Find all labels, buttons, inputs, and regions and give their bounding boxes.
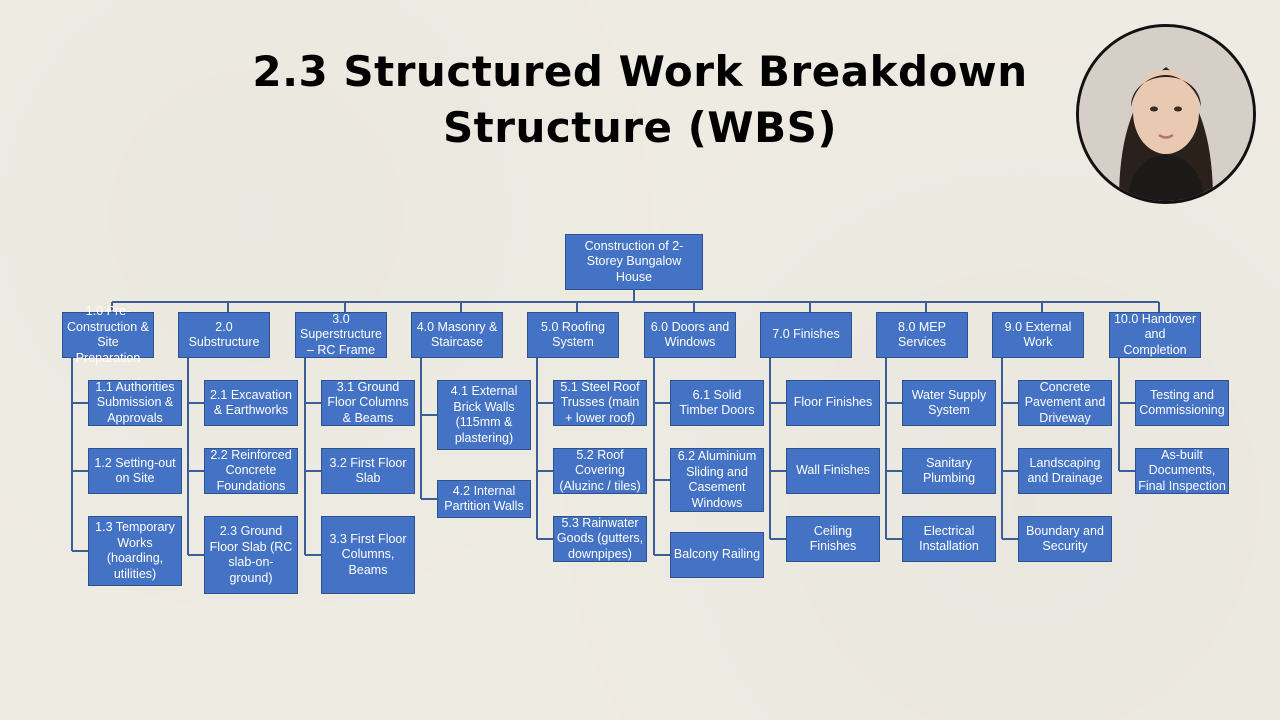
wbs-level2-node-6-1: 6.1 Solid Timber Doors — [670, 380, 764, 426]
slide-title: 2.3 Structured Work Breakdown Structure … — [200, 44, 1080, 156]
wbs-level2-node-9-1: Concrete Pavement and Driveway — [1018, 380, 1112, 426]
wbs-level2-node-9-2: Landscaping and Drainage — [1018, 448, 1112, 494]
wbs-level2-node-1-1: 1.1 Authorities Submission & Approvals — [88, 380, 182, 426]
wbs-level2-node-5-3: 5.3 Rainwater Goods (gutters, downpipes) — [553, 516, 647, 562]
wbs-level2-node-7-3: Ceiling Finishes — [786, 516, 880, 562]
wbs-level2-node-8-1: Water Supply System — [902, 380, 996, 426]
wbs-level2-node-5-1: 5.1 Steel Roof Trusses (main + lower roo… — [553, 380, 647, 426]
wbs-level1-node-3: 3.0 Superstructure – RC Frame — [295, 312, 387, 358]
wbs-level2-node-2-2: 2.2 Reinforced Concrete Foundations — [204, 448, 298, 494]
wbs-level2-node-3-2: 3.2 First Floor Slab — [321, 448, 415, 494]
wbs-level2-node-2-3: 2.3 Ground Floor Slab (RC slab-on-ground… — [204, 516, 298, 594]
wbs-level2-node-3-3: 3.3 First Floor Columns, Beams — [321, 516, 415, 594]
wbs-level2-node-8-3: Electrical Installation — [902, 516, 996, 562]
wbs-level2-node-4-1: 4.1 External Brick Walls (115mm & plaste… — [437, 380, 531, 450]
wbs-level2-node-10-2: As-built Documents, Final Inspection — [1135, 448, 1229, 494]
wbs-level1-node-5: 5.0 Roofing System — [527, 312, 619, 358]
wbs-level2-node-9-3: Boundary and Security — [1018, 516, 1112, 562]
wbs-level1-node-8: 8.0 MEP Services — [876, 312, 968, 358]
wbs-level1-node-9: 9.0 External Work — [992, 312, 1084, 358]
wbs-level1-node-2: 2.0 Substructure — [178, 312, 270, 358]
wbs-level2-node-6-2: 6.2 Aluminium Sliding and Casement Windo… — [670, 448, 764, 512]
wbs-level2-node-1-2: 1.2 Setting-out on Site — [88, 448, 182, 494]
wbs-level2-node-6-3: Balcony Railing — [670, 532, 764, 578]
presenter-webcam — [1076, 24, 1256, 204]
wbs-root-node: Construction of 2-Storey Bungalow House — [565, 234, 703, 290]
wbs-level2-node-10-1: Testing and Commissioning — [1135, 380, 1229, 426]
wbs-level2-node-7-2: Wall Finishes — [786, 448, 880, 494]
wbs-level2-node-1-3: 1.3 Temporary Works (hoarding, utilities… — [88, 516, 182, 586]
wbs-level2-node-5-2: 5.2 Roof Covering (Aluzinc / tiles) — [553, 448, 647, 494]
wbs-level1-node-7: 7.0 Finishes — [760, 312, 852, 358]
wbs-level2-node-2-1: 2.1 Excavation & Earthworks — [204, 380, 298, 426]
wbs-level1-node-10: 10.0 Handover and Completion — [1109, 312, 1201, 358]
presenter-avatar-icon — [1079, 27, 1253, 201]
slide-title-line-2: Structure (WBS) — [442, 103, 838, 152]
wbs-level1-node-6: 6.0 Doors and Windows — [644, 312, 736, 358]
wbs-level1-node-1: 1.0 Pre-Construction & Site Preparation — [62, 304, 154, 365]
slide-title-line-1: 2.3 Structured Work Breakdown — [252, 47, 1028, 96]
wbs-level1-node-4: 4.0 Masonry & Staircase — [411, 312, 503, 358]
wbs-level2-node-3-1: 3.1 Ground Floor Columns & Beams — [321, 380, 415, 426]
wbs-level2-node-4-2: 4.2 Internal Partition Walls — [437, 480, 531, 518]
wbs-level2-node-7-1: Floor Finishes — [786, 380, 880, 426]
wbs-level2-node-8-2: Sanitary Plumbing — [902, 448, 996, 494]
